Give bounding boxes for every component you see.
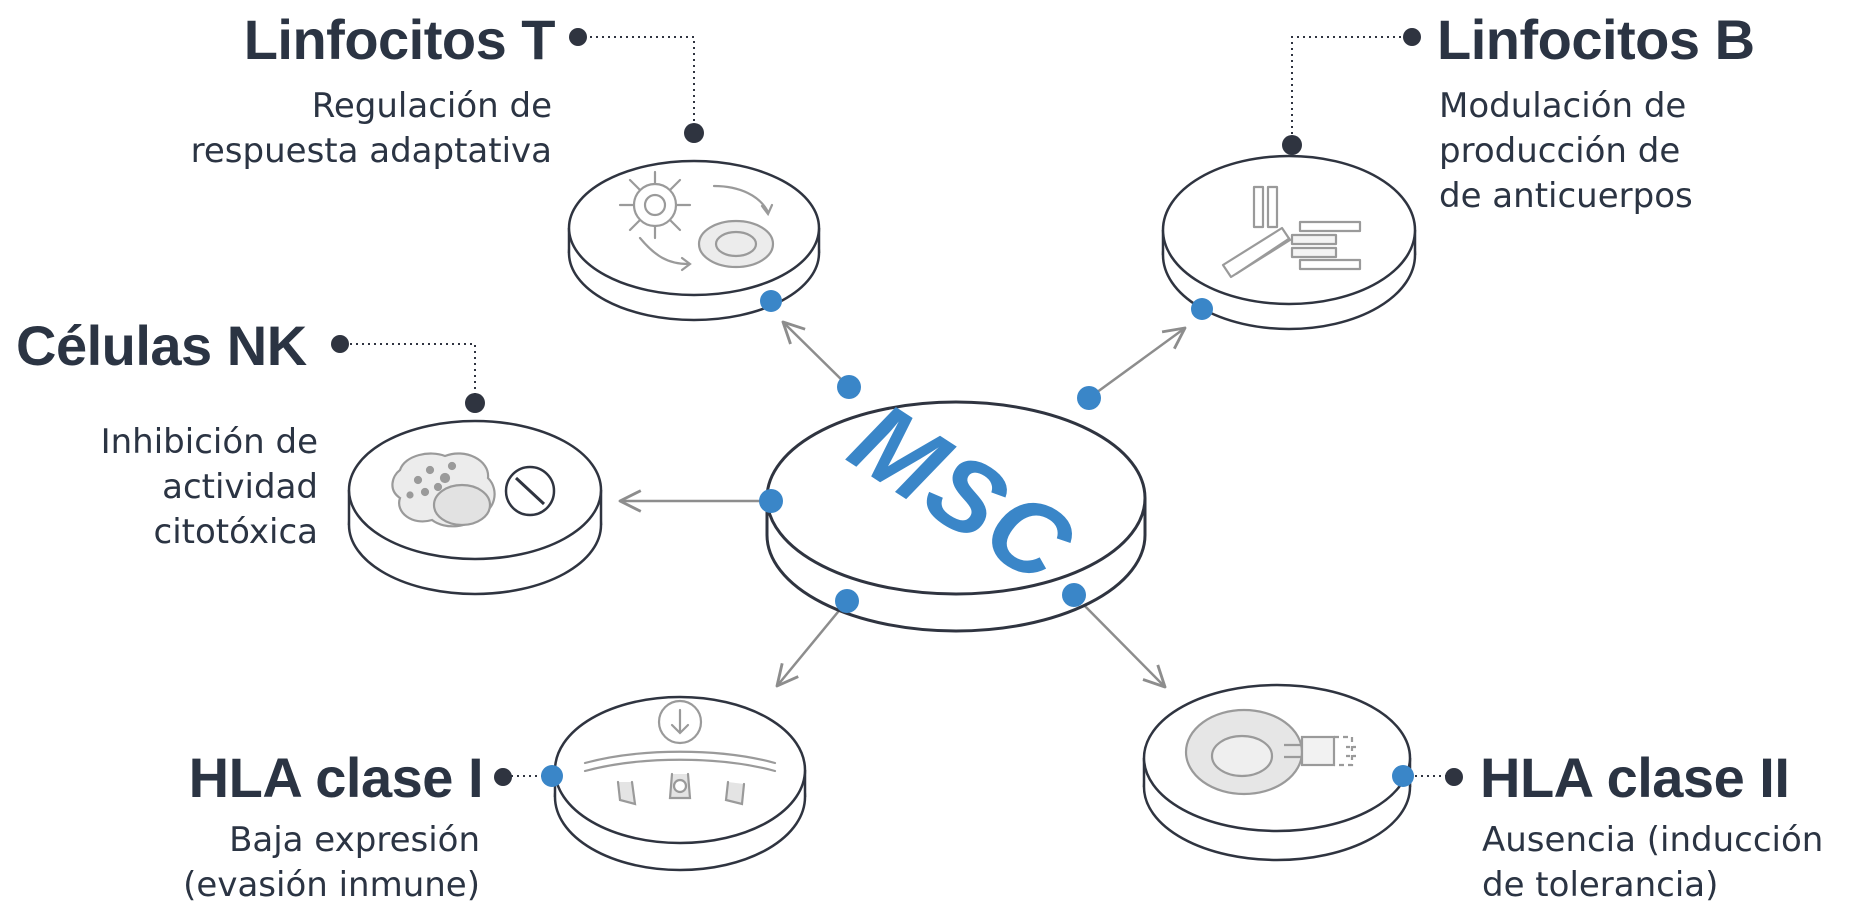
arrow-to-b-cells: [1088, 326, 1187, 400]
nk-cell-inhibited-icon: [391, 452, 556, 528]
leader-nk-cells: [344, 343, 476, 401]
hla2-desc-line: de tolerancia): [1482, 865, 1719, 905]
dot-msc-br: [1062, 583, 1086, 607]
dot-msc-l: [759, 489, 783, 513]
arrow-to-hla2: [1073, 594, 1167, 689]
arrow-to-t-cells: [781, 320, 850, 388]
nk-cells-desc-line: citotóxica: [153, 512, 318, 552]
connector-dots: [541, 290, 1414, 787]
leader-dot-b-disc: [1282, 135, 1302, 155]
leader-t-cells: [584, 36, 695, 133]
b-cells-desc-line: de anticuerpos: [1439, 176, 1693, 216]
arrow-to-hla1: [775, 600, 848, 688]
hla2-desc-line: Ausencia (inducción: [1482, 820, 1824, 860]
hla2-description: Ausencia (inducción de tolerancia): [1482, 818, 1823, 908]
t-cells-description: Regulación de respuesta adaptativa: [191, 84, 552, 174]
nk-cells-desc-line: actividad: [162, 467, 318, 507]
disc-t-cells: [567, 159, 821, 322]
t-cells-desc-line: respuesta adaptativa: [190, 131, 552, 171]
t-cell-interaction-icon: [618, 170, 775, 272]
leader-dot-hla1-title: [494, 768, 512, 786]
dot-hla1-disc: [541, 765, 563, 787]
b-cells-title: Linfocitos B: [1437, 8, 1755, 71]
dot-hla2-disc: [1392, 765, 1414, 787]
hla1-description: Baja expresión (evasión inmune): [183, 818, 480, 908]
hla2-title: HLA clase II: [1480, 746, 1790, 809]
disc-b-cells: [1161, 154, 1417, 331]
leader-b-cells: [1291, 36, 1407, 145]
leader-dots: [331, 28, 1463, 786]
leader-dot-nk-title: [331, 335, 349, 353]
t-cells-title: Linfocitos T: [243, 8, 556, 71]
membrane-receptor-down-icon: [583, 699, 777, 806]
b-cells-description: Modulación de producción de de anticuerp…: [1439, 84, 1693, 219]
dot-b-disc: [1191, 298, 1213, 320]
b-cells-desc-line: Modulación de: [1439, 86, 1687, 126]
t-cells-desc-line: Regulación de: [311, 86, 552, 126]
b-cells-desc-line: producción de: [1439, 131, 1681, 171]
cell-missing-receptor-icon: [1184, 708, 1356, 796]
leader-dot-t-title: [569, 28, 587, 46]
leader-dot-hla2-title: [1445, 768, 1463, 786]
nk-cells-desc-line: Inhibición de: [100, 422, 318, 462]
dot-msc-tl: [837, 375, 861, 399]
dot-t-disc: [760, 290, 782, 312]
leader-dot-nk-disc: [465, 393, 485, 413]
hla1-title: HLA clase I: [188, 746, 484, 809]
leader-dot-b-title: [1403, 28, 1421, 46]
dot-msc-tr: [1077, 386, 1101, 410]
msc-disc: MSC: [765, 380, 1147, 633]
nk-cells-description: Inhibición de actividad citotóxica: [101, 420, 318, 555]
hla1-desc-line: Baja expresión: [229, 820, 480, 860]
hla1-desc-line: (evasión inmune): [183, 865, 480, 905]
nk-cells-title: Células NK: [16, 314, 307, 377]
connector-arrows: [618, 320, 1187, 689]
antibody-icon: [1221, 185, 1362, 279]
leader-dot-t-disc: [684, 123, 704, 143]
dot-msc-bl: [835, 589, 859, 613]
